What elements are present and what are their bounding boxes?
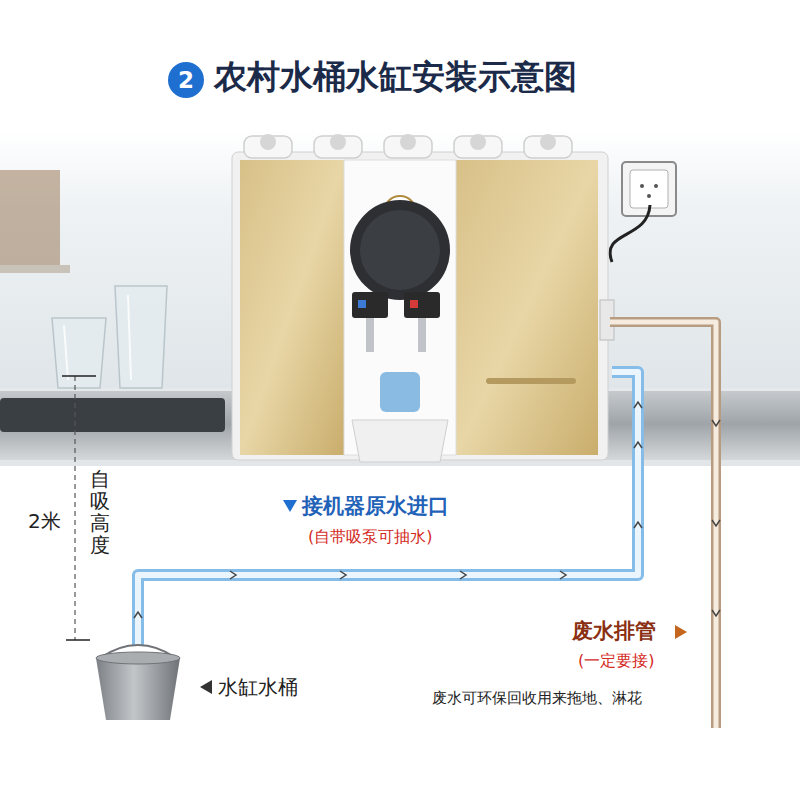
- bucket-body: [96, 658, 180, 720]
- bucket-node: 水缸水桶: [92, 640, 304, 724]
- diagram-title: 农村水桶水缸安装示意图: [214, 58, 577, 96]
- drain-label: 废水排管: [572, 619, 656, 643]
- recycle-note: 废水可环保回收用来拖地、淋花: [432, 690, 642, 707]
- inlet-label: 接机器原水进口: [302, 494, 449, 518]
- inlet-note: (自带吸泵可抽水): [308, 528, 432, 546]
- bucket-rim: [96, 652, 180, 664]
- drain-note: (一定要接): [578, 652, 654, 670]
- node-heading: 水缸水桶: [218, 674, 298, 701]
- dimension-value: 2米: [28, 510, 61, 533]
- dimension-caption: 自吸高度: [90, 468, 110, 556]
- step-number: 2: [178, 67, 194, 93]
- bucket-shape: [92, 640, 184, 724]
